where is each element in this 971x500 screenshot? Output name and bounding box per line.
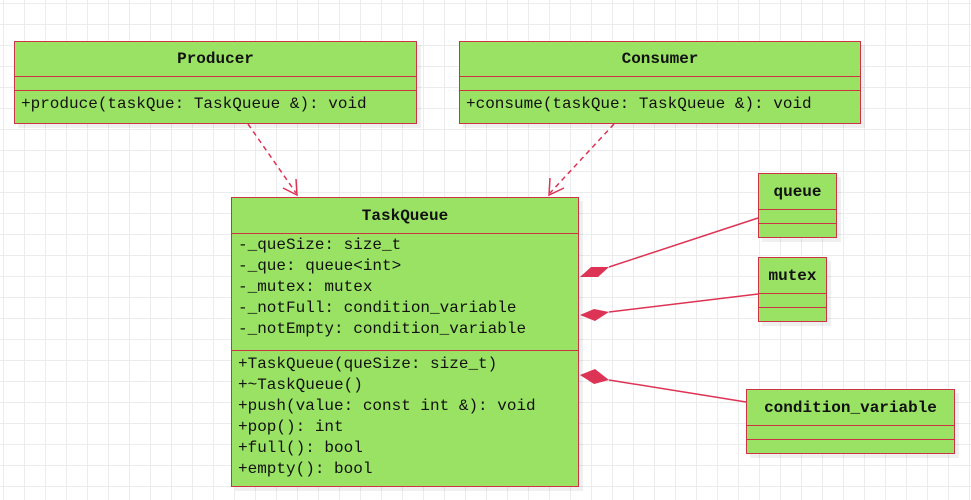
mutex-composition-diamond (580, 309, 609, 321)
operation: +produce(taskQue: TaskQueue &): void (21, 95, 367, 113)
producer-dependency-arrowhead (282, 178, 298, 197)
class-name: queue (759, 174, 836, 210)
operation: +pop(): int (238, 418, 344, 436)
mutex-composition-line (608, 293, 759, 313)
queue-composition-line (608, 217, 759, 268)
class-condition-variable[interactable]: condition_variable (746, 389, 955, 454)
class-consumer-title: Consumer (621, 50, 699, 68)
class-producer-title: Producer (177, 50, 254, 68)
class-name: Consumer (460, 42, 860, 77)
condition-variable-composition-line (608, 379, 747, 403)
attributes-compartment (759, 294, 826, 308)
consumer-dependency-line (549, 123, 615, 194)
queue-composition-diamond (580, 267, 609, 277)
class-name: TaskQueue (232, 198, 578, 234)
class-name: Producer (15, 42, 416, 77)
attribute: -_mutex: mutex (238, 278, 373, 296)
operation: +TaskQueue(queSize: size_t) (238, 355, 498, 373)
operation: +~TaskQueue() (238, 376, 363, 394)
attributes-compartment: -_queSize: size_t -_que: queue<int> -_mu… (232, 234, 578, 351)
class-queue-title: queue (773, 182, 822, 201)
class-condition-variable-title: condition_variable (764, 398, 937, 417)
class-name: mutex (759, 258, 826, 294)
class-taskqueue-title: TaskQueue (361, 206, 449, 225)
attributes-compartment (759, 210, 836, 224)
attribute: -_notFull: condition_variable (238, 299, 517, 317)
operations-compartment: +TaskQueue(queSize: size_t) +~TaskQueue(… (232, 351, 578, 483)
operations-compartment: +consume(taskQue: TaskQueue &): void (460, 91, 860, 118)
attributes-compartment (460, 77, 860, 91)
class-taskqueue[interactable]: TaskQueue -_queSize: size_t -_que: queue… (231, 197, 579, 487)
operation: +push(value: const int &): void (238, 397, 536, 415)
attributes-compartment (15, 77, 416, 91)
operation: +empty(): bool (238, 460, 373, 478)
attributes-compartment (747, 426, 954, 440)
operations-compartment: +produce(taskQue: TaskQueue &): void (15, 91, 416, 118)
class-mutex-title: mutex (768, 266, 817, 285)
producer-dependency-line (247, 123, 297, 194)
class-producer[interactable]: Producer +produce(taskQue: TaskQueue &):… (14, 41, 417, 124)
condition-variable-composition-diamond (580, 369, 609, 384)
consumer-dependency-arrowhead (548, 177, 565, 197)
class-mutex[interactable]: mutex (758, 257, 827, 322)
operation: +consume(taskQue: TaskQueue &): void (466, 95, 812, 113)
attribute: -_notEmpty: condition_variable (238, 320, 527, 338)
class-name: condition_variable (747, 390, 954, 426)
class-queue[interactable]: queue (758, 173, 837, 238)
attribute: -_que: queue<int> (238, 257, 402, 275)
attribute: -_queSize: size_t (238, 236, 402, 254)
operation: +full(): bool (238, 439, 363, 457)
class-consumer[interactable]: Consumer +consume(taskQue: TaskQueue &):… (459, 41, 861, 124)
